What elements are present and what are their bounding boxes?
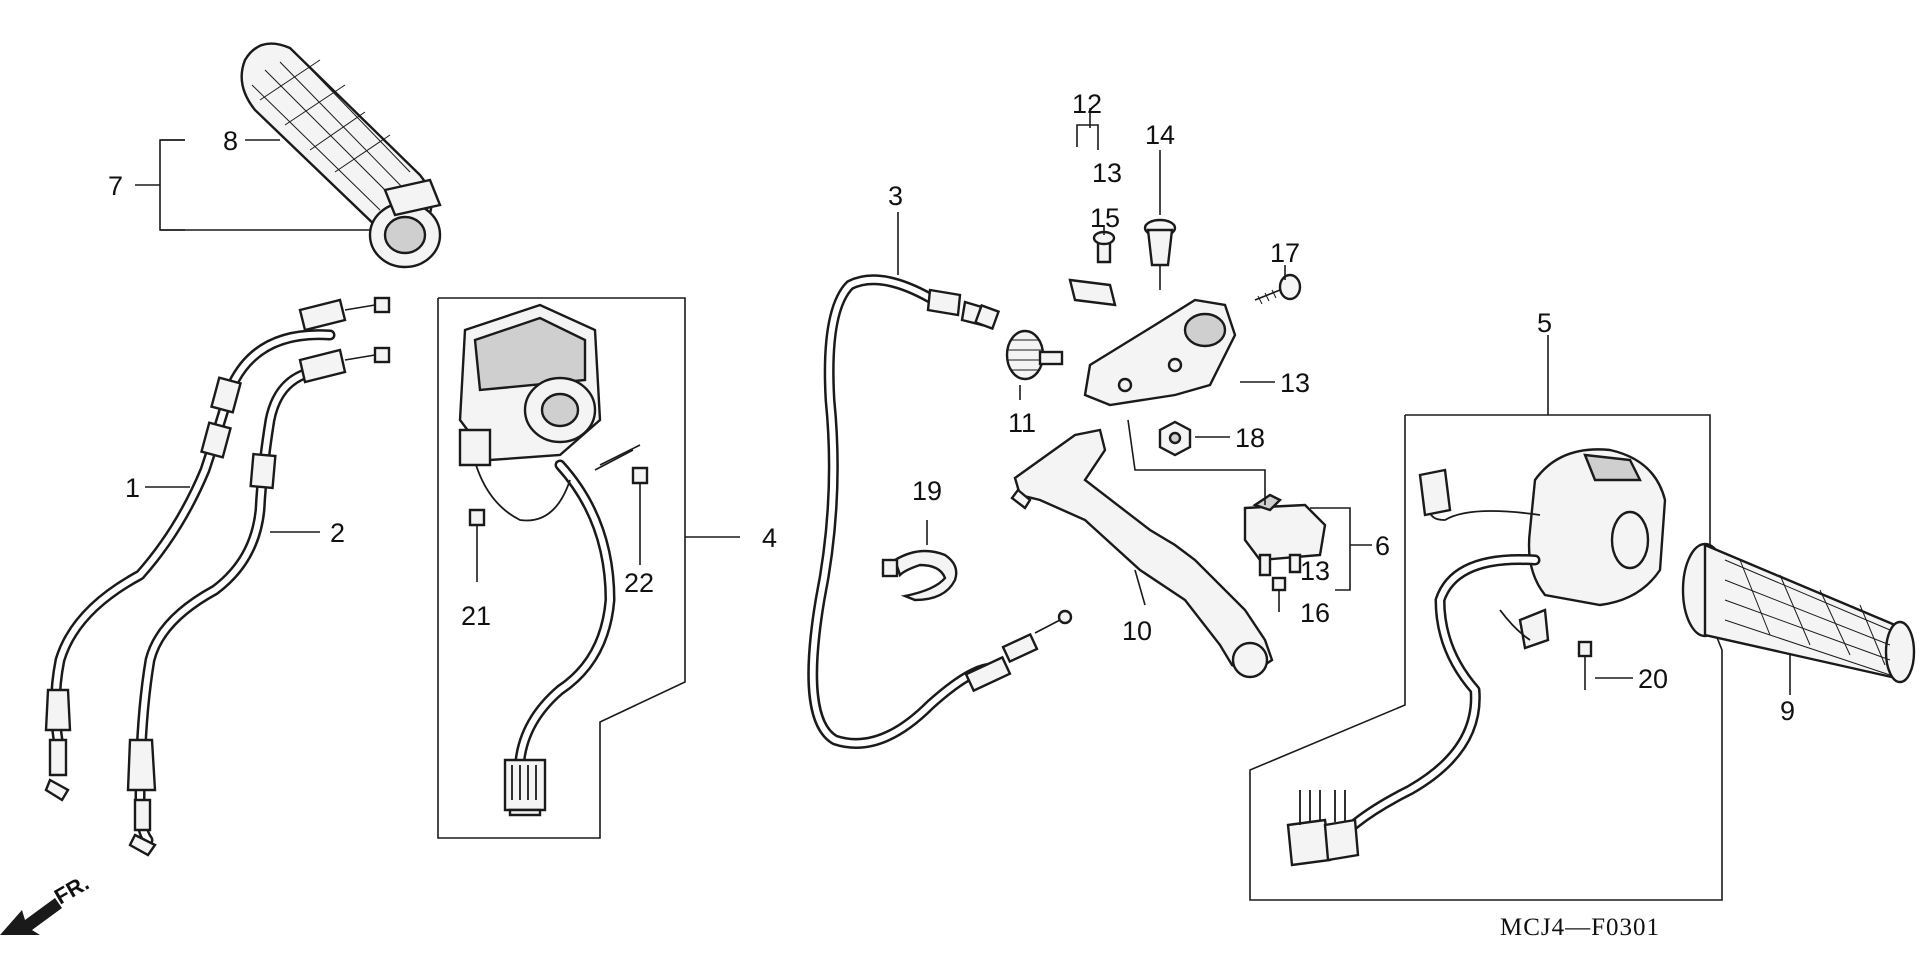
callout-6: 6 — [1375, 531, 1390, 561]
callout-13-bracket: 13 — [1280, 368, 1310, 398]
clutch-lever — [1010, 428, 1274, 679]
callout-14: 14 — [1145, 120, 1175, 150]
right-grip — [1681, 542, 1916, 684]
clutch-lever-bracket — [1068, 230, 1237, 407]
right-handlebar-switch-assembly — [1249, 414, 1723, 901]
figure-code: MCJ4—F0301 — [1500, 914, 1660, 941]
leader-lines — [135, 108, 1791, 695]
left-handlebar-switch-assembly — [437, 297, 686, 839]
callout-8: 8 — [223, 126, 238, 156]
front-direction-indicator: FR. — [0, 870, 93, 935]
cable-adjuster — [1005, 329, 1064, 381]
callout-18: 18 — [1235, 423, 1265, 453]
callout-19: 19 — [912, 476, 942, 506]
clutch-cable — [807, 274, 1073, 749]
switch-screw-20 — [1577, 640, 1593, 690]
throttle-cable-2 — [126, 346, 391, 857]
callout-11: 11 — [1008, 408, 1036, 438]
callout-16: 16 — [1300, 598, 1330, 628]
callout-labels: 1 2 3 4 5 6 7 8 9 10 11 12 13 13 13 13 1… — [108, 89, 1795, 726]
callout-1: 1 — [125, 473, 140, 503]
front-arrow-icon — [0, 898, 62, 935]
pivot-nut — [1158, 420, 1192, 457]
callout-5: 5 — [1537, 308, 1552, 338]
pivot-bolt — [1143, 218, 1177, 290]
callout-15: 15 — [1090, 203, 1120, 233]
callout-3: 3 — [888, 181, 903, 211]
throttle-grip-assembly — [240, 42, 442, 269]
throttle-cable-1 — [44, 296, 391, 802]
callout-13-switch: 13 — [1300, 556, 1330, 586]
callout-10: 10 — [1122, 616, 1152, 646]
bracket-screw-17 — [1254, 273, 1302, 305]
callout-17: 17 — [1270, 238, 1300, 268]
switch-screw-16 — [1271, 576, 1287, 612]
callout-22: 22 — [624, 568, 654, 598]
callout-4: 4 — [762, 523, 777, 553]
callout-7: 7 — [108, 171, 123, 201]
callout-21: 21 — [461, 601, 491, 631]
callout-20: 20 — [1638, 664, 1668, 694]
cable-clip — [881, 549, 958, 602]
callout-12: 12 — [1072, 89, 1102, 119]
callout-2: 2 — [330, 518, 345, 548]
callout-13-top: 13 — [1092, 158, 1122, 188]
callout-9: 9 — [1780, 696, 1795, 726]
